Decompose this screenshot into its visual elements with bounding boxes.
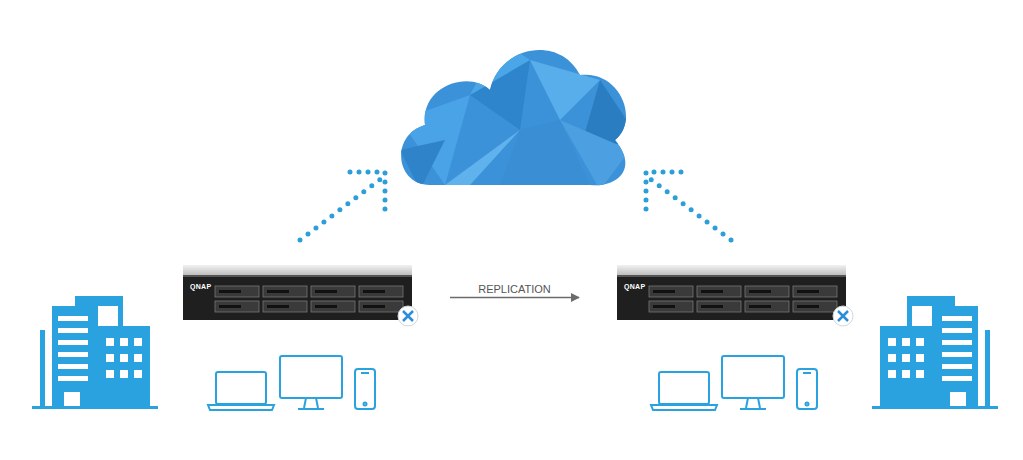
drive-bay <box>263 301 307 312</box>
upload-arrow <box>300 172 731 240</box>
drive-handle <box>749 290 771 293</box>
drive-handle <box>653 290 675 293</box>
client-devices <box>208 356 375 410</box>
cloud <box>400 40 640 190</box>
drive-handle <box>219 305 241 308</box>
drive-handle <box>267 305 289 308</box>
drive-bay <box>697 301 741 312</box>
nas-server-front: QNAP <box>183 275 412 320</box>
office-building <box>32 296 158 409</box>
drive-handle <box>267 290 289 293</box>
drive-handle <box>315 305 337 308</box>
drive-handle <box>315 290 337 293</box>
drive-handle <box>363 290 385 293</box>
drive-handle <box>797 305 819 308</box>
drive-handle <box>363 305 385 308</box>
drive-handle <box>701 305 723 308</box>
client-devices <box>651 356 817 410</box>
nas-server <box>617 265 853 326</box>
edge-label: REPLICATION <box>476 283 553 295</box>
nas-server-front: QNAP <box>617 275 846 320</box>
drive-bay <box>311 301 355 312</box>
drive-bay <box>359 286 403 297</box>
drive-bay <box>697 286 741 297</box>
drive-bay <box>215 286 259 297</box>
drive-bay <box>263 286 307 297</box>
office-building <box>872 296 998 409</box>
drive-handle <box>653 305 675 308</box>
replication-arrow <box>450 297 579 298</box>
brand-logo: QNAP <box>617 277 645 290</box>
drive-bay <box>649 286 693 297</box>
drive-bay <box>745 286 789 297</box>
drive-bay <box>359 301 403 312</box>
drive-bay <box>745 301 789 312</box>
drive-bay <box>215 301 259 312</box>
brand-logo: QNAP <box>183 277 211 290</box>
drive-bay <box>793 301 837 312</box>
drive-handle <box>797 290 819 293</box>
drive-handle <box>219 290 241 293</box>
drive-bay <box>793 286 837 297</box>
nas-server <box>183 265 418 326</box>
drive-bay <box>649 301 693 312</box>
drive-bay <box>311 286 355 297</box>
drive-handle <box>749 305 771 308</box>
drive-handle <box>701 290 723 293</box>
